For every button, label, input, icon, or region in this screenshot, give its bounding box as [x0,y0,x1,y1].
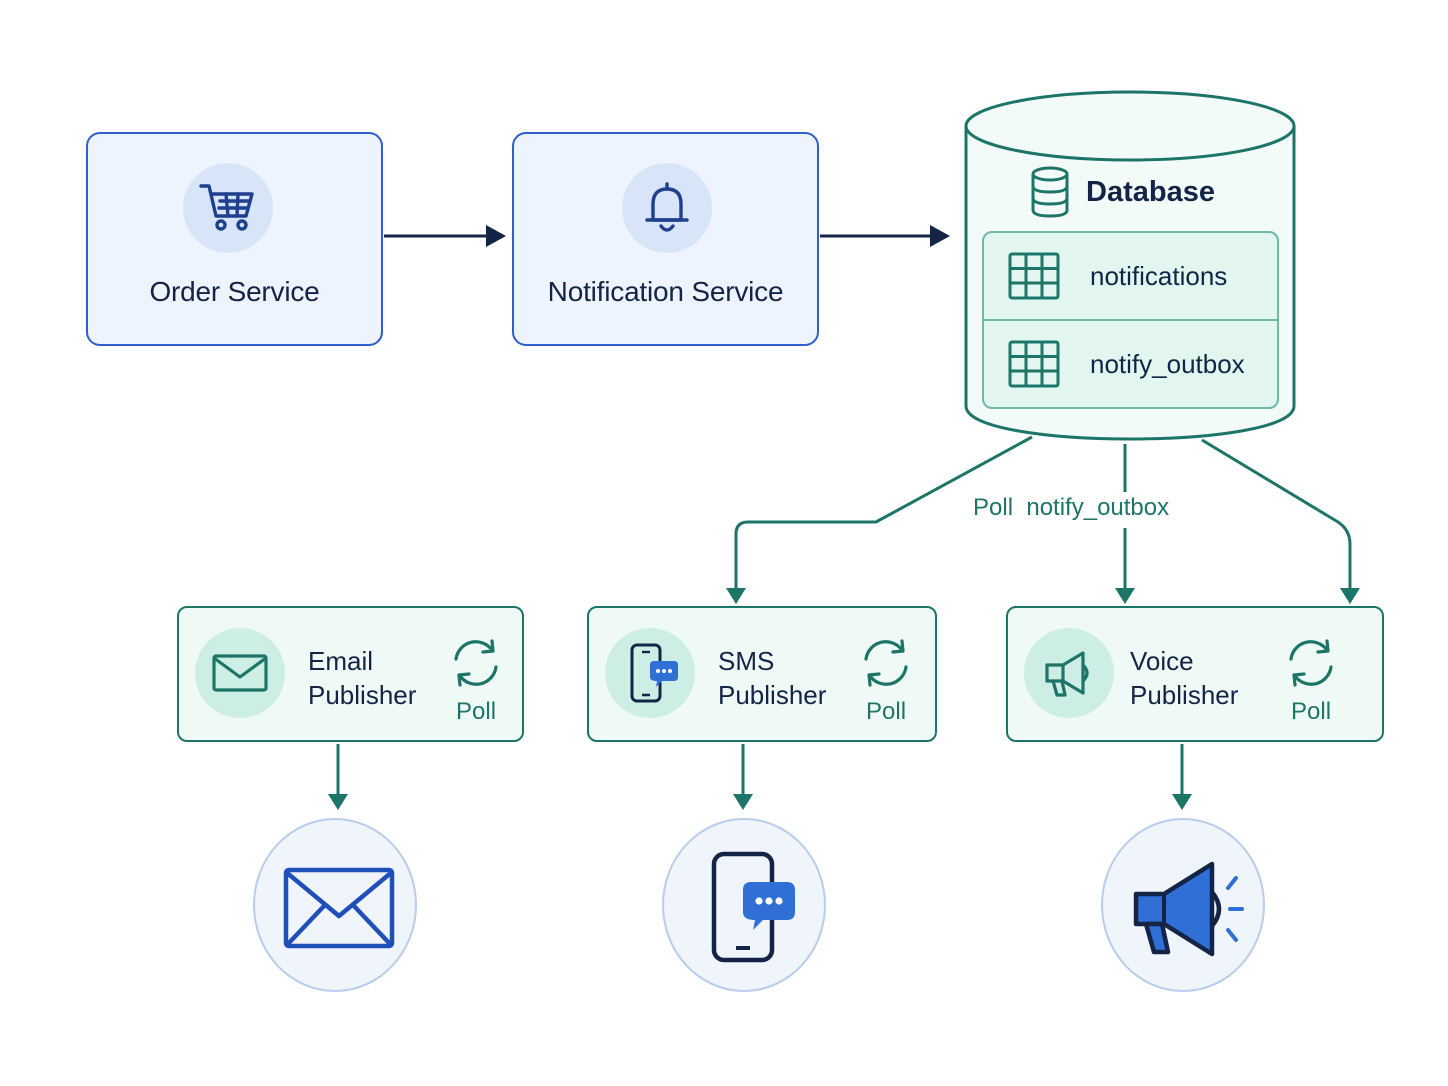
sms-publisher-label: SMS Publisher [718,644,826,712]
poll-notify-outbox-label: Poll notify_outbox [973,494,1170,521]
email-publisher-label-line2: Publisher [308,680,417,710]
sms-publisher-label-line1: SMS [718,646,775,676]
sms-publisher-label-line2: Publisher [718,680,827,710]
order-to-notification-arrow [384,225,506,247]
notification-service-icon-circle [622,163,712,253]
megaphone-icon [1045,651,1089,697]
email-destination[interactable] [253,818,417,992]
email-to-destination-arrow [328,744,348,810]
envelope-icon [283,867,395,949]
sms-publisher-icon-circle [605,628,695,718]
phone-chat-icon [630,643,678,703]
database-icon [1031,166,1069,218]
phone-chat-icon [711,851,795,963]
notify-outbox-table-icon [1008,340,1060,388]
voice-publisher-node[interactable]: Voice Publisher Poll [1006,606,1384,742]
db-to-voice-connector-b [1201,438,1352,592]
order-service-icon-circle [183,163,273,253]
notify-outbox-table-label: notify_outbox [1090,349,1245,379]
email-publisher-label: Email Publisher [308,644,416,712]
notification-to-database-arrow [820,225,950,247]
voice-to-destination-arrow [1172,744,1192,810]
megaphone-icon [1133,861,1244,957]
refresh-icon [454,639,498,687]
order-service-label: Order Service [149,276,320,307]
refresh-icon [1289,639,1333,687]
email-poll-label: Poll [456,698,497,725]
envelope-icon [212,654,268,692]
bell-icon [645,182,689,232]
voice-publisher-label-line2: Publisher [1130,680,1239,710]
sms-publisher-node[interactable]: SMS Publisher Poll [587,606,937,742]
db-to-voice-arrowhead-b [1340,588,1360,604]
sms-destination[interactable] [662,818,826,992]
notifications-table-label: notifications [1090,261,1228,291]
notification-service-label: Notification Service [547,276,784,307]
voice-publisher-label: Voice Publisher [1130,644,1238,712]
database-title: Database [1086,176,1215,208]
db-to-sms-arrowhead [726,588,746,604]
sms-to-destination-arrow [733,744,753,810]
voice-publisher-label-line1: Voice [1130,646,1194,676]
refresh-icon [864,639,908,687]
voice-publisher-icon-circle [1024,628,1114,718]
email-publisher-node[interactable]: Email Publisher Poll [177,606,524,742]
cart-icon [199,184,254,231]
order-service-node[interactable]: Order Service [86,132,383,346]
email-publisher-icon-circle [195,628,285,718]
notification-service-node[interactable]: Notification Service [512,132,819,346]
email-publisher-label-line1: Email [308,646,374,676]
voice-poll-label: Poll [1291,698,1332,725]
db-to-voice-arrowhead-a [1115,588,1135,604]
voice-destination[interactable] [1101,818,1265,992]
notifications-table-icon [1008,252,1060,300]
sms-poll-label: Poll [866,698,907,725]
db-to-sms-connector [734,435,1033,592]
